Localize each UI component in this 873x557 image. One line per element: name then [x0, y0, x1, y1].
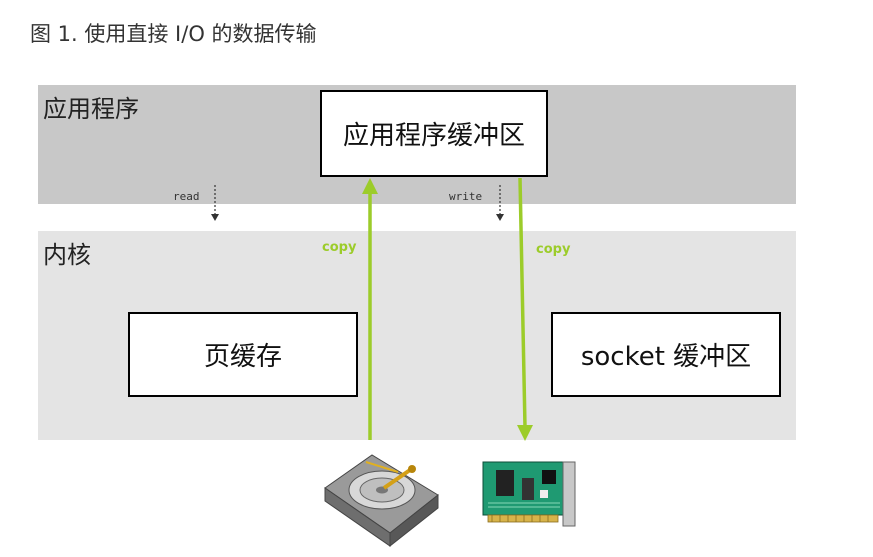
- figure-caption: 图 1. 使用直接 I/O 的数据传输: [30, 22, 317, 46]
- read-syscall-label: read: [173, 190, 200, 203]
- application-layer-label: 应用程序: [43, 95, 139, 123]
- read-arrow: [211, 185, 219, 221]
- copy-label-left: copy: [322, 240, 357, 255]
- copy-arrow-up: [362, 178, 378, 440]
- socket-buffer-label: socket 缓冲区: [580, 342, 752, 372]
- page-cache-box: 页缓存: [128, 312, 358, 397]
- copy-arrow-down: [517, 177, 533, 441]
- kernel-layer-label: 内核: [43, 241, 91, 269]
- application-buffer-label: 应用程序缓冲区: [342, 121, 525, 151]
- application-buffer-box: 应用程序缓冲区: [320, 90, 548, 177]
- hard-disk-icon: [324, 454, 439, 548]
- write-syscall-label: write: [449, 190, 483, 203]
- socket-buffer-box: socket 缓冲区: [551, 312, 781, 397]
- network-card-icon: [482, 461, 576, 527]
- copy-label-right: copy: [536, 242, 571, 257]
- write-arrow: [496, 185, 504, 221]
- page-cache-label: 页缓存: [203, 342, 282, 372]
